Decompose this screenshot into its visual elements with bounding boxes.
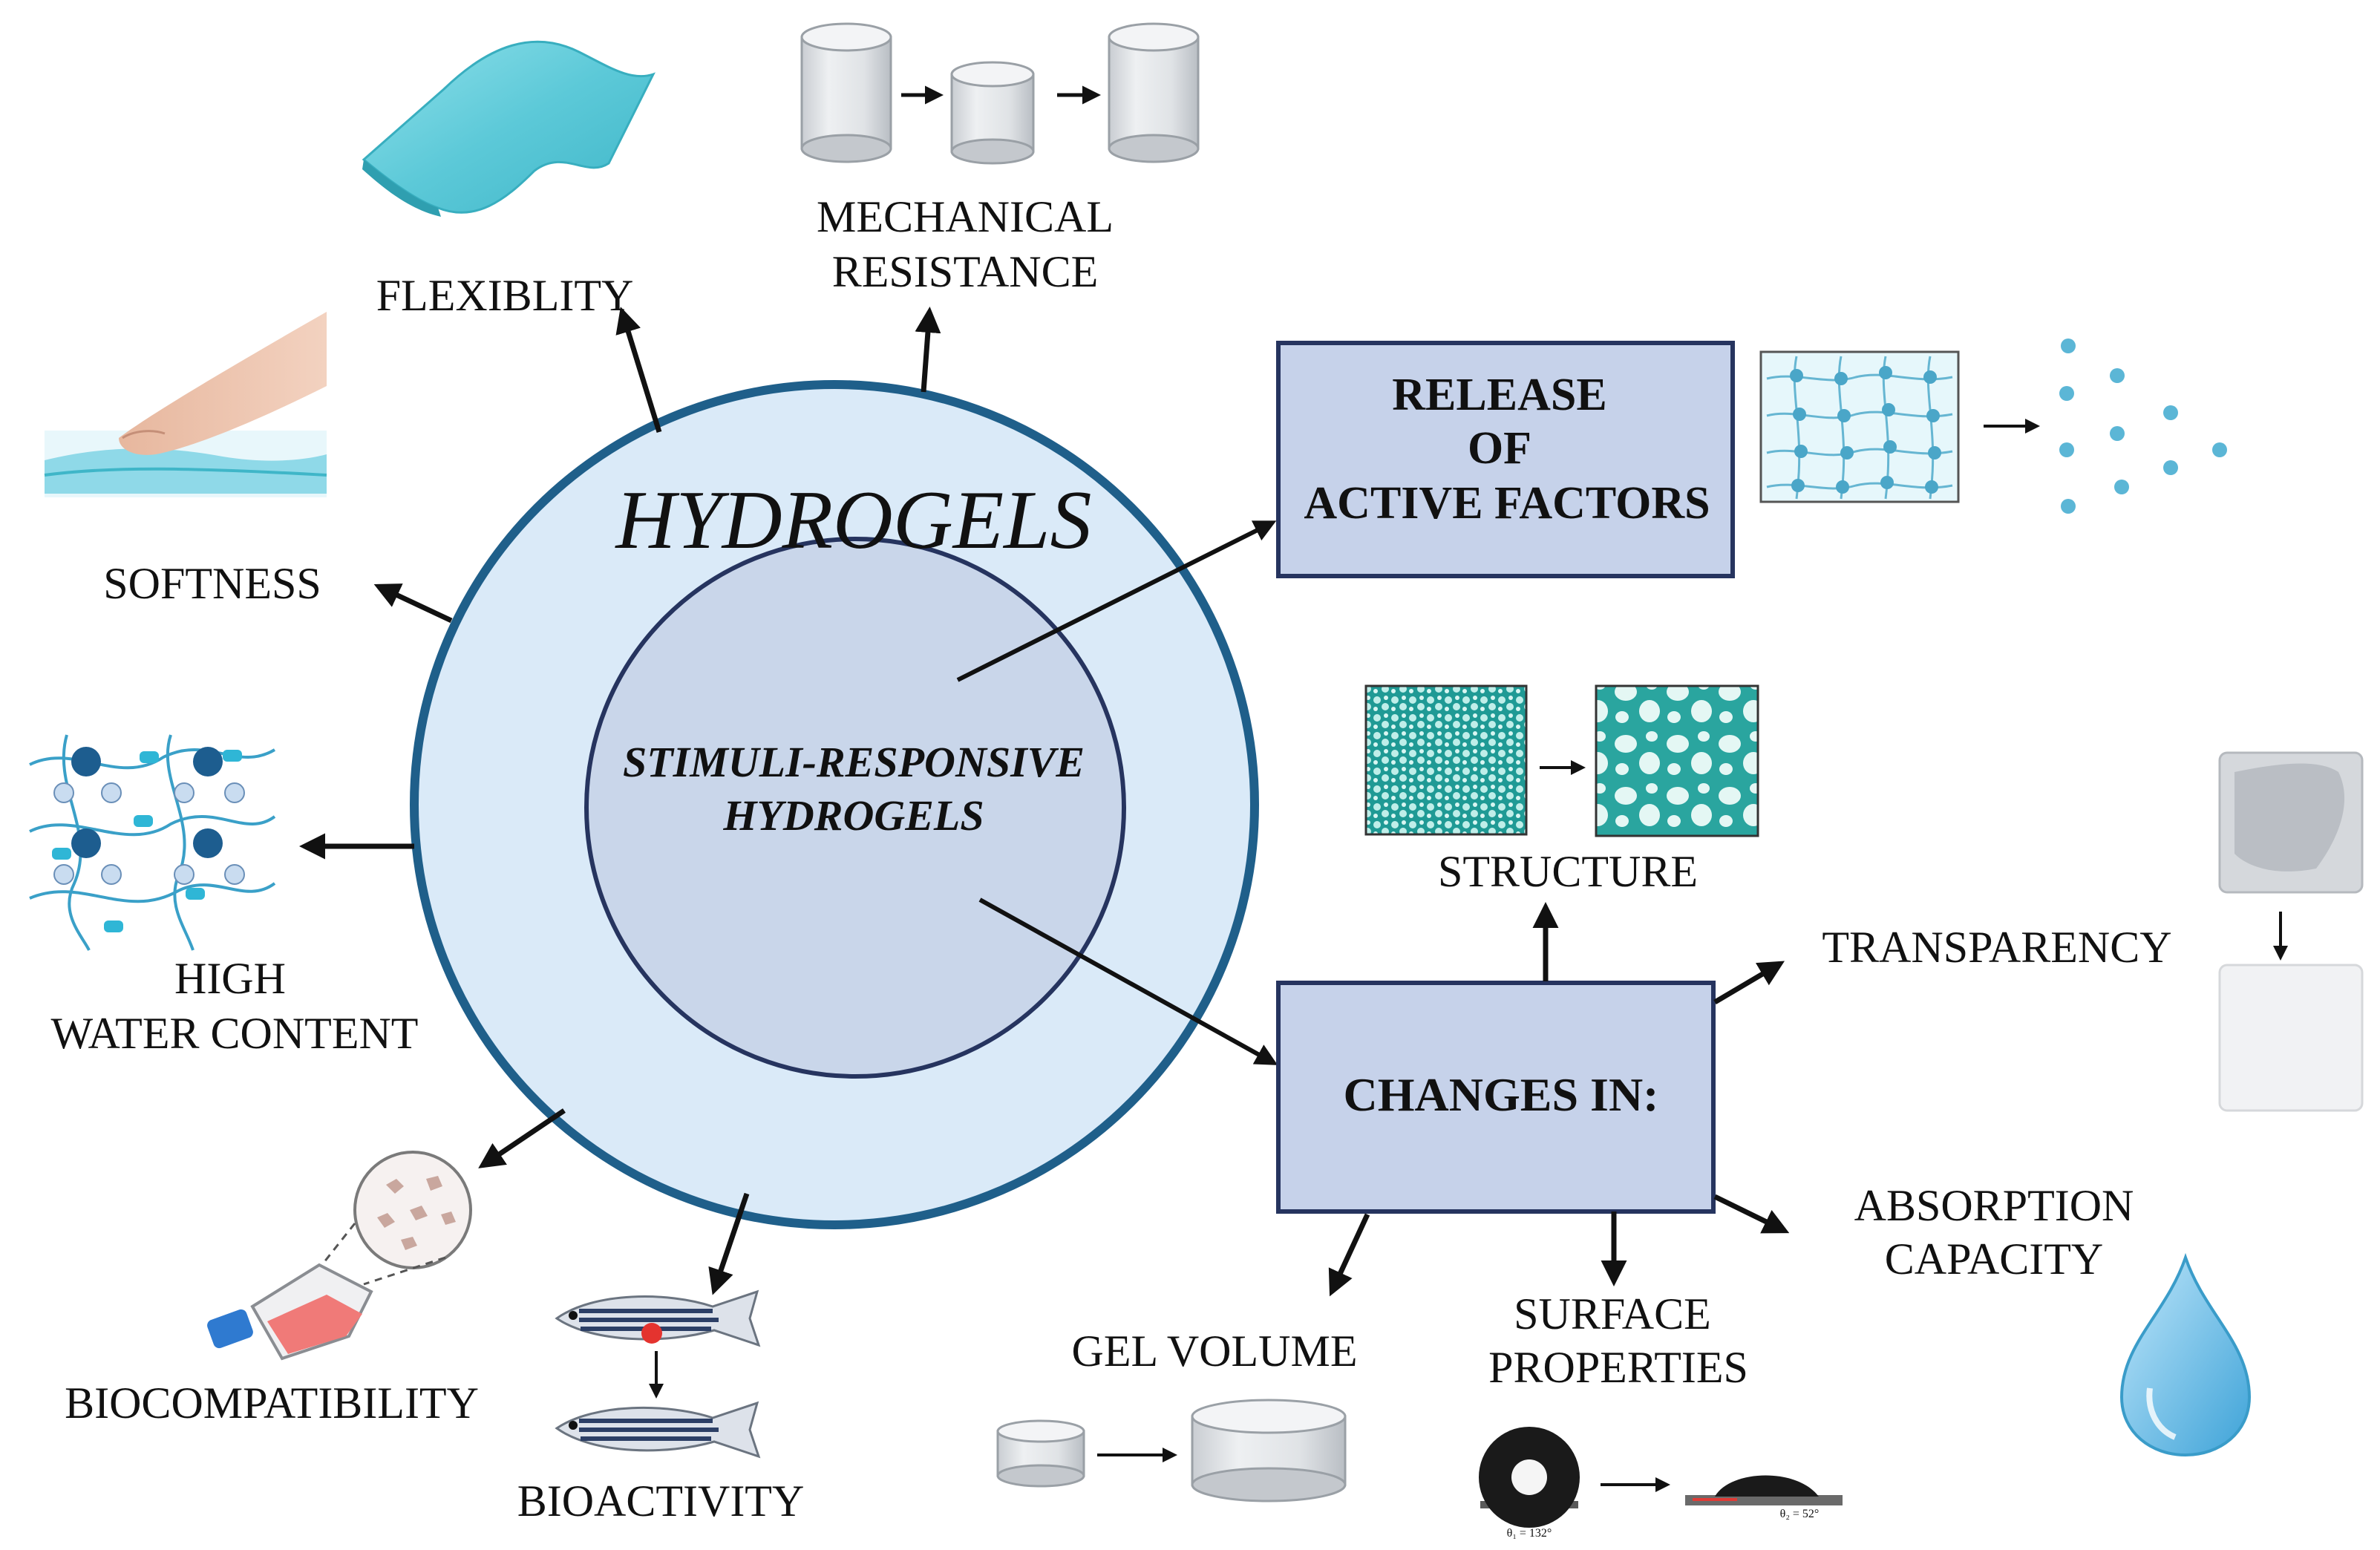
- structure-label: STRUCTURE: [1438, 847, 1698, 896]
- stimuli-responsive-label: STIMULI-RESPONSIVE: [623, 738, 1085, 786]
- water-drop-icon: [2119, 1252, 2252, 1457]
- changes-in-box: CHANGES IN:: [1276, 981, 1716, 1214]
- water-molecule-4: [174, 828, 245, 885]
- water-molecule-1: [53, 747, 122, 803]
- stimuli-responsive-inner-circle: [584, 537, 1126, 1079]
- gel-volume-illustration: [996, 1399, 1347, 1502]
- absorption-label-line1: ABSORPTION: [1854, 1181, 2134, 1230]
- water-molecule-3: [53, 828, 122, 885]
- release-label-line1: RELEASE: [1392, 370, 1606, 420]
- mechanical-label-line1: MECHANICAL: [817, 192, 1114, 241]
- gel-small-cylinder: [996, 1419, 1085, 1488]
- gel-volume-label: GEL VOLUME: [1072, 1327, 1358, 1376]
- softness-finger-illustration: [44, 312, 327, 497]
- changes-arrows: [1328, 902, 1790, 1297]
- arrow-to-biocompatibility: [478, 1108, 566, 1168]
- stimuli-responsive-label-line2: HYDROGELS: [722, 791, 984, 840]
- water-network-illustration: [29, 734, 276, 951]
- contact-angle-left-value: θ₁ = 132°: [1507, 1527, 1552, 1540]
- flexibility-label: FLEXIBLITY: [376, 271, 634, 320]
- water-content-label-line2: WATER CONTENT: [51, 1009, 419, 1058]
- flexible-sheet-illustration: [362, 40, 656, 217]
- transparency-label: TRANSPARENCY: [1822, 923, 2171, 972]
- cylinder-short-middle: [950, 61, 1035, 165]
- zebrafish-bottom: [555, 1401, 761, 1459]
- arrow-to-flexibility: [615, 307, 662, 434]
- mechanical-label-line2: RESISTANCE: [832, 247, 1099, 296]
- absorption-label-line2: CAPACITY: [1885, 1235, 2104, 1284]
- cylinder-tall-right: [1108, 22, 1200, 163]
- contact-angle-illustration: θ₁ = 132° θ₂ = 52°: [1479, 1427, 1843, 1540]
- structure-pore-illustration: [1364, 684, 1759, 837]
- release-label-line2: OF: [1468, 423, 1531, 474]
- contact-angle-right-value: θ₂ = 52°: [1780, 1508, 1820, 1520]
- arrow-to-release-box: [956, 520, 1277, 682]
- softness-label: SOFTNESS: [103, 559, 321, 608]
- surface-label-line2: PROPERTIES: [1488, 1343, 1748, 1392]
- mechanical-cylinders-illustration: [800, 22, 1200, 165]
- release-active-factors-box: RELEASE OF ACTIVE FACTORS: [1276, 341, 1735, 578]
- water-content-label-line1: HIGH: [174, 954, 286, 1003]
- biocompatibility-label: BIOCOMPATIBILITY: [65, 1379, 479, 1428]
- release-label-line3: ACTIVE FACTORS: [1304, 478, 1710, 529]
- surface-label-line1: SURFACE: [1514, 1289, 1711, 1338]
- cylinder-tall-left: [800, 22, 892, 163]
- arrow-to-changes-box: [978, 897, 1278, 1065]
- gel-large-cylinder: [1191, 1399, 1347, 1502]
- arrow-to-bioactivity: [708, 1192, 750, 1295]
- property-arrows: [299, 307, 1278, 1295]
- zebrafish-illustration: [555, 1289, 761, 1459]
- arrow-to-mechanical: [915, 307, 941, 393]
- arrow-to-softness: [373, 583, 453, 624]
- changes-in-label: CHANGES IN:: [1344, 1068, 1659, 1121]
- water-molecule-2: [174, 747, 245, 803]
- factor-release-network-illustration: [1759, 339, 2227, 514]
- released-factors: [2059, 339, 2227, 514]
- arrow-to-absorption: [1713, 1194, 1790, 1234]
- arrow-to-transparency: [1713, 961, 1785, 1005]
- zebrafish-top: [555, 1289, 761, 1347]
- cell-culture-flask-illustration: [207, 1151, 472, 1361]
- bioactivity-label: BIOACTIVITY: [517, 1477, 805, 1526]
- hydrogels-title: HYDROGELS: [615, 474, 1092, 566]
- transparency-illustration: [2218, 751, 2364, 1112]
- arrow-to-gel-volume: [1328, 1213, 1370, 1297]
